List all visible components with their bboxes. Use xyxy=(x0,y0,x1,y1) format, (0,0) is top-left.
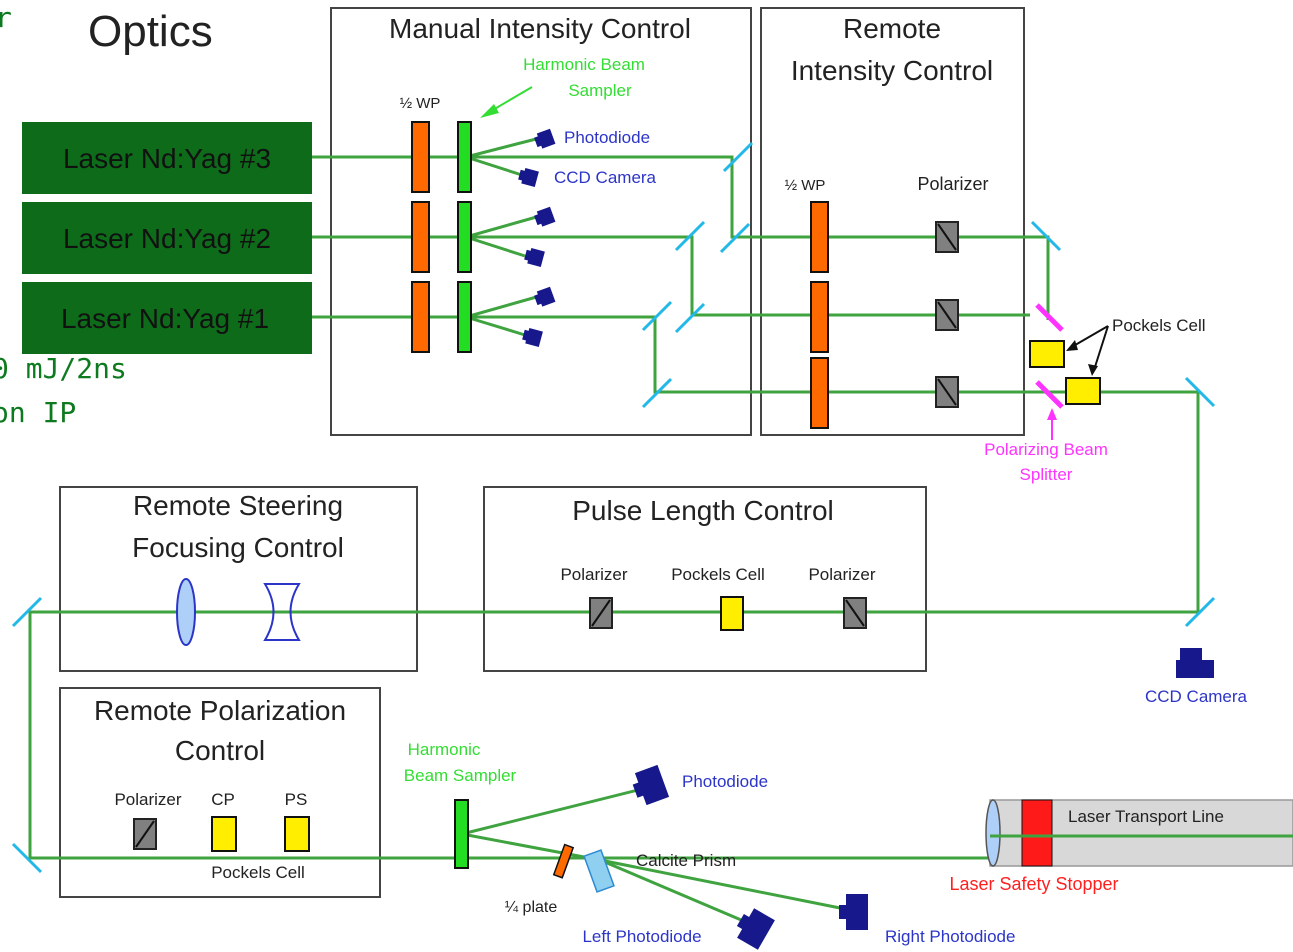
quarter-plate-label: ¼ plate xyxy=(505,899,558,916)
manual-intensity-box xyxy=(330,7,752,436)
beam-paths xyxy=(28,136,1293,930)
left-photodiode-icon xyxy=(736,908,775,950)
pockels-cell-icon xyxy=(1065,377,1101,405)
harmonic-samplers-manual xyxy=(457,121,472,353)
splitter-icon xyxy=(1035,380,1064,409)
mirror-icon xyxy=(674,302,706,334)
polarizing-splitter-label-2: Splitter xyxy=(1020,465,1073,484)
ccd-camera-right-label: CCD Camera xyxy=(1145,687,1248,706)
arrowhead xyxy=(1088,364,1098,376)
harmonic-sampler-bottom-label-2: Beam Sampler xyxy=(404,766,517,785)
pulse-length-title: Pulse Length Control xyxy=(572,495,834,526)
laser-transport-line-label: Laser Transport Line xyxy=(1068,807,1224,826)
remote-steering-title-1: Remote Steering xyxy=(133,490,343,521)
concave-lens-icon xyxy=(263,583,301,641)
half-wave-plates-remote xyxy=(810,201,829,429)
polarizer-icon xyxy=(133,818,157,850)
harmonic-sampler-bottom-icon xyxy=(454,799,469,869)
remote-polarization-box xyxy=(59,687,381,898)
right-photodiode-icon xyxy=(839,894,868,930)
pockels-cell-icon xyxy=(720,596,744,631)
right-photodiode-label: Right Photodiode xyxy=(885,927,1015,946)
harmonic-sampler-top-label-1: Harmonic Beam xyxy=(523,55,645,74)
laser-1: Laser Nd:Yag #1 xyxy=(22,282,312,354)
laser-transport-line xyxy=(985,799,1293,867)
pockels-cell-arrows xyxy=(1069,325,1109,371)
calcite-prism-label: Calcite Prism xyxy=(636,851,736,870)
pockels-cell-right-label: Pockels Cell xyxy=(1112,316,1206,335)
remote-intensity-box xyxy=(760,7,1025,436)
pol-pockels-cell-label: Pockels Cell xyxy=(211,863,305,882)
ccd-camera-icon xyxy=(517,166,539,188)
half-wp-manual-label: ½ WP xyxy=(400,95,441,112)
arrowhead xyxy=(1047,408,1057,420)
polarizer-icon xyxy=(935,299,959,331)
half-wave-plates-manual xyxy=(411,121,430,353)
pulse-pockels-cell-label: Pockels Cell xyxy=(671,565,765,584)
ccd-camera-top-label: CCD Camera xyxy=(554,168,657,187)
polarizer-remote-label: Polarizer xyxy=(917,174,988,194)
remote-intensity-title-1: Remote xyxy=(843,13,941,44)
harmonic-sampler-bottom-label-1: Harmonic xyxy=(408,740,481,759)
ccd-camera-icon xyxy=(1176,648,1214,678)
remote-steering-box xyxy=(59,486,418,672)
harmonic-sampler-top-label-2: Sampler xyxy=(568,81,632,100)
pol-ps-label: PS xyxy=(285,790,308,809)
pol-polarizer-label: Polarizer xyxy=(114,790,181,809)
photodiode-icon xyxy=(533,128,556,150)
corner-fragment-top: r xyxy=(0,1,12,34)
harmonic-sampler-arrow xyxy=(480,86,533,118)
polarizer-icon xyxy=(935,376,959,408)
lens-icon xyxy=(176,578,196,646)
manual-intensity-title: Manual Intensity Control xyxy=(389,13,691,44)
polarizer-icon xyxy=(935,221,959,253)
laser-2: Laser Nd:Yag #2 xyxy=(22,202,312,274)
pockels-cell-icon xyxy=(1029,340,1065,368)
cp-pockels-cell-icon xyxy=(211,816,237,852)
quarter-plate-icon xyxy=(552,843,575,879)
remote-steering-title-2: Focusing Control xyxy=(132,532,344,563)
beam-laser-2 xyxy=(310,235,1030,317)
remote-polarization-title-1: Remote Polarization xyxy=(94,695,346,726)
photodiode-top-label: Photodiode xyxy=(564,128,650,147)
laser-3-label: Laser Nd:Yag #3 xyxy=(63,143,271,174)
ps-pockels-cell-icon xyxy=(284,816,310,852)
diagram-title: Optics xyxy=(88,7,213,56)
pol-cp-label: CP xyxy=(211,790,235,809)
ccd-camera-icon xyxy=(521,326,543,348)
calcite-prism-icon xyxy=(583,849,615,893)
pulse-polarizer-right-label: Polarizer xyxy=(808,565,875,584)
polarizer-icon xyxy=(843,597,867,629)
laser-2-label: Laser Nd:Yag #2 xyxy=(63,223,271,254)
remote-polarization-title-2: Control xyxy=(175,735,265,766)
half-wp-remote-label: ½ WP xyxy=(785,177,826,194)
polarizing-splitter-label-1: Polarizing Beam xyxy=(984,440,1108,459)
ip-fragment: on IP xyxy=(0,396,76,429)
beam-laser-3 xyxy=(310,155,1050,320)
laser-1-label: Laser Nd:Yag #1 xyxy=(61,303,269,334)
laser-3: Laser Nd:Yag #3 xyxy=(22,122,312,194)
left-photodiode-label: Left Photodiode xyxy=(582,927,701,946)
laser-safety-stopper-label: Laser Safety Stopper xyxy=(949,874,1118,894)
pulse-polarizer-left-label: Polarizer xyxy=(560,565,627,584)
photodiode-icon xyxy=(632,764,670,806)
photodiode-icon xyxy=(533,206,556,228)
energy-fragment: 0 mJ/2ns xyxy=(0,352,127,385)
ccd-camera-icon xyxy=(523,246,545,268)
splitter-icon xyxy=(1035,303,1064,332)
arrowhead xyxy=(1066,340,1078,351)
polarizer-icon xyxy=(589,597,613,629)
remote-intensity-title-2: Intensity Control xyxy=(791,55,993,86)
photodiode-icon xyxy=(533,286,556,308)
beam-laser-1 xyxy=(28,315,1293,860)
photodiode-bottom-label: Photodiode xyxy=(682,772,768,791)
pulse-length-box xyxy=(483,486,927,672)
